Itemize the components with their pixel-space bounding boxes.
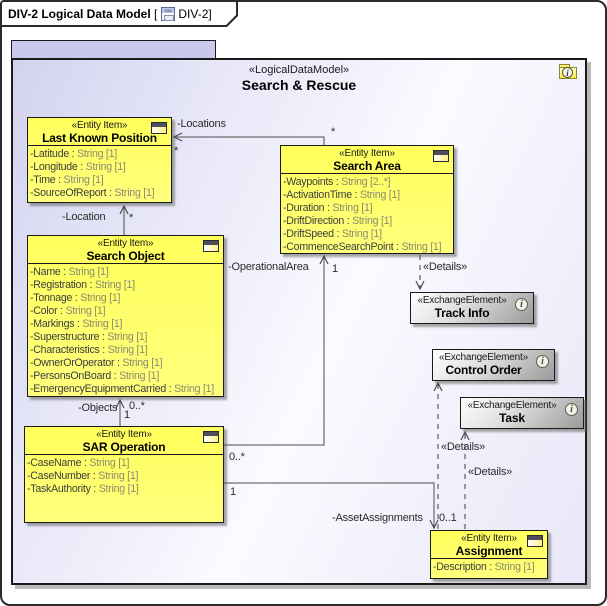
attribute-row[interactable]: -CaseNumber : String [1] — [27, 470, 139, 482]
role-locations[interactable]: -Locations — [177, 118, 226, 130]
attribute-row[interactable]: -OwnerOrOperator : String [1] — [30, 357, 163, 369]
attribute-row[interactable]: -Superstructure : String [1] — [30, 331, 148, 343]
info-icon: i — [565, 403, 578, 416]
entity-name: Search Area — [333, 159, 401, 173]
class-icon — [433, 150, 449, 162]
mult-location-target[interactable]: * — [129, 212, 134, 224]
exchange-name: Control Order — [445, 363, 522, 377]
entity-stereotype: «Entity Item» — [461, 533, 517, 544]
bracket-open-char: [ — [154, 6, 158, 21]
attribute-row[interactable]: -DriftDirection : String [1] — [283, 215, 392, 227]
details-control-order-label[interactable]: «Details» — [441, 441, 486, 453]
diagram-title-content: DIV-2 Logical Data Model [ DIV DIV-2 ] — [2, 2, 236, 25]
mult-locations-source[interactable]: * — [331, 126, 336, 138]
details-task-label[interactable]: «Details» — [468, 466, 513, 478]
attribute-row[interactable]: -Characteristics : String [1] — [30, 344, 148, 356]
package-info-icon: i — [559, 64, 579, 80]
diagram-title: DIV-2 Logical Data Model — [8, 6, 151, 21]
div2-diagram-icon-label: DIV — [162, 8, 174, 13]
entity-stereotype: «Entity Item» — [96, 429, 152, 440]
attribute-row[interactable]: -EmergencyEquipmentCarried : String [1] — [30, 383, 214, 395]
entity-name: Last Known Position — [42, 131, 157, 145]
div2-diagram-icon: DIV — [161, 7, 175, 21]
diagram-ref: DIV-2 — [178, 6, 209, 21]
mult-operational-area-source[interactable]: 0..* — [229, 451, 245, 463]
mult-operational-area-target[interactable]: 1 — [332, 263, 338, 275]
details-track-info-label[interactable]: «Details» — [423, 261, 468, 273]
attribute-row[interactable]: -PersonsOnBoard : String [1] — [30, 370, 160, 382]
role-location[interactable]: -Location — [62, 211, 106, 223]
class-icon — [203, 431, 219, 443]
attribute-row[interactable]: -Time : String [1] — [30, 174, 104, 186]
attribute-row[interactable]: -DriftSpeed : String [1] — [283, 228, 382, 240]
attribute-row[interactable]: -Name : String [1] — [30, 266, 109, 278]
attribute-row[interactable]: -Longitude : String [1] — [30, 161, 126, 173]
frame-title: «LogicalDataModel» Search & Rescue — [13, 64, 585, 93]
exchange-stereotype: «ExchangeElement» — [439, 352, 528, 363]
attribute-row[interactable]: -ActivationTime : String [1] — [283, 189, 400, 201]
attribute-list: -Latitude : String [1]-Longitude : Strin… — [28, 146, 171, 200]
entity-header: «Entity Item» Last Known Position — [28, 118, 171, 146]
attribute-row[interactable]: -CaseName : String [1] — [27, 457, 130, 469]
entity-sar-operation[interactable]: «Entity Item» SAR Operation -CaseName : … — [24, 426, 224, 523]
attribute-list: -Name : String [1]-Registration : String… — [28, 264, 223, 396]
attribute-row[interactable]: -Duration : String [1] — [283, 202, 373, 214]
mult-locations-target[interactable]: * — [174, 145, 179, 157]
exchange-control-order[interactable]: «ExchangeElement» Control Order i — [432, 349, 555, 381]
entity-search-object[interactable]: «Entity Item» Search Object -Name : Stri… — [27, 235, 224, 397]
attribute-row[interactable]: -Waypoints : String [2..*] — [283, 176, 391, 188]
attribute-list: -CaseName : String [1]-CaseNumber : Stri… — [25, 455, 223, 496]
frame-name: Search & Rescue — [241, 77, 357, 93]
exchange-task[interactable]: «ExchangeElement» Task i — [460, 397, 584, 429]
entity-header: «Entity Item» Search Area — [281, 146, 453, 174]
mult-asset-assignments-target[interactable]: 0..1 — [439, 512, 457, 524]
mult-objects-source[interactable]: 1 — [124, 409, 130, 421]
class-icon — [151, 122, 167, 134]
class-icon — [203, 240, 219, 252]
entity-name: Search Object — [86, 249, 165, 263]
entity-stereotype: «Entity Item» — [339, 148, 395, 159]
role-asset-assignments[interactable]: -AssetAssignments — [332, 512, 423, 524]
attribute-row[interactable]: -SourceOfReport : String [1] — [30, 187, 155, 199]
entity-stereotype: «Entity Item» — [71, 120, 128, 131]
class-icon — [527, 535, 543, 547]
entity-stereotype: «Entity Item» — [97, 238, 154, 249]
diagram-title-tab: DIV-2 Logical Data Model [ DIV DIV-2 ] — [2, 2, 238, 27]
attribute-row[interactable]: -CommenceSearchPoint : String [1] — [283, 241, 442, 253]
entity-header: «Entity Item» Search Object — [28, 236, 223, 264]
entity-name: SAR Operation — [82, 440, 166, 454]
mult-objects-target[interactable]: 0..* — [129, 400, 145, 412]
exchange-name: Track Info — [434, 306, 490, 320]
role-operational-area[interactable]: -OperationalArea — [228, 261, 309, 273]
exchange-track-info[interactable]: «ExchangeElement» Track Info i — [410, 292, 534, 324]
attribute-row[interactable]: -Latitude : String [1] — [30, 148, 117, 160]
info-icon: i — [515, 298, 528, 311]
frame-package-tab[interactable] — [11, 40, 216, 59]
attribute-row[interactable]: -Description : String [1] — [433, 561, 535, 573]
info-icon: i — [536, 355, 549, 368]
info-icon: i — [562, 67, 573, 78]
attribute-list: -Description : String [1] — [431, 559, 547, 574]
entity-name: Assignment — [455, 544, 523, 558]
entity-header: «Entity Item» SAR Operation — [25, 427, 223, 455]
attribute-row[interactable]: -Color : String [1] — [30, 305, 106, 317]
attribute-list: -Waypoints : String [2..*]-ActivationTim… — [281, 174, 453, 254]
exchange-name: Task — [499, 411, 525, 425]
entity-assignment[interactable]: «Entity Item» Assignment -Description : … — [430, 530, 548, 579]
entity-header: «Entity Item» Assignment — [431, 531, 547, 559]
attribute-row[interactable]: -Tonnage : String [1] — [30, 292, 121, 304]
mult-asset-assignments-source[interactable]: 1 — [230, 486, 236, 498]
exchange-stereotype: «ExchangeElement» — [417, 295, 507, 306]
attribute-row[interactable]: -TaskAuthority : String [1] — [27, 483, 139, 495]
bracket-close-char: ] — [208, 6, 212, 21]
attribute-row[interactable]: -Registration : String [1] — [30, 279, 135, 291]
entity-last-known-position[interactable]: «Entity Item» Last Known Position -Latit… — [27, 117, 172, 203]
frame-stereotype: «LogicalDataModel» — [248, 64, 350, 76]
exchange-stereotype: «ExchangeElement» — [467, 400, 557, 411]
entity-search-area[interactable]: «Entity Item» Search Area -Waypoints : S… — [280, 145, 454, 254]
attribute-row[interactable]: -Markings : String [1] — [30, 318, 123, 330]
role-objects[interactable]: -Objects — [78, 402, 118, 414]
